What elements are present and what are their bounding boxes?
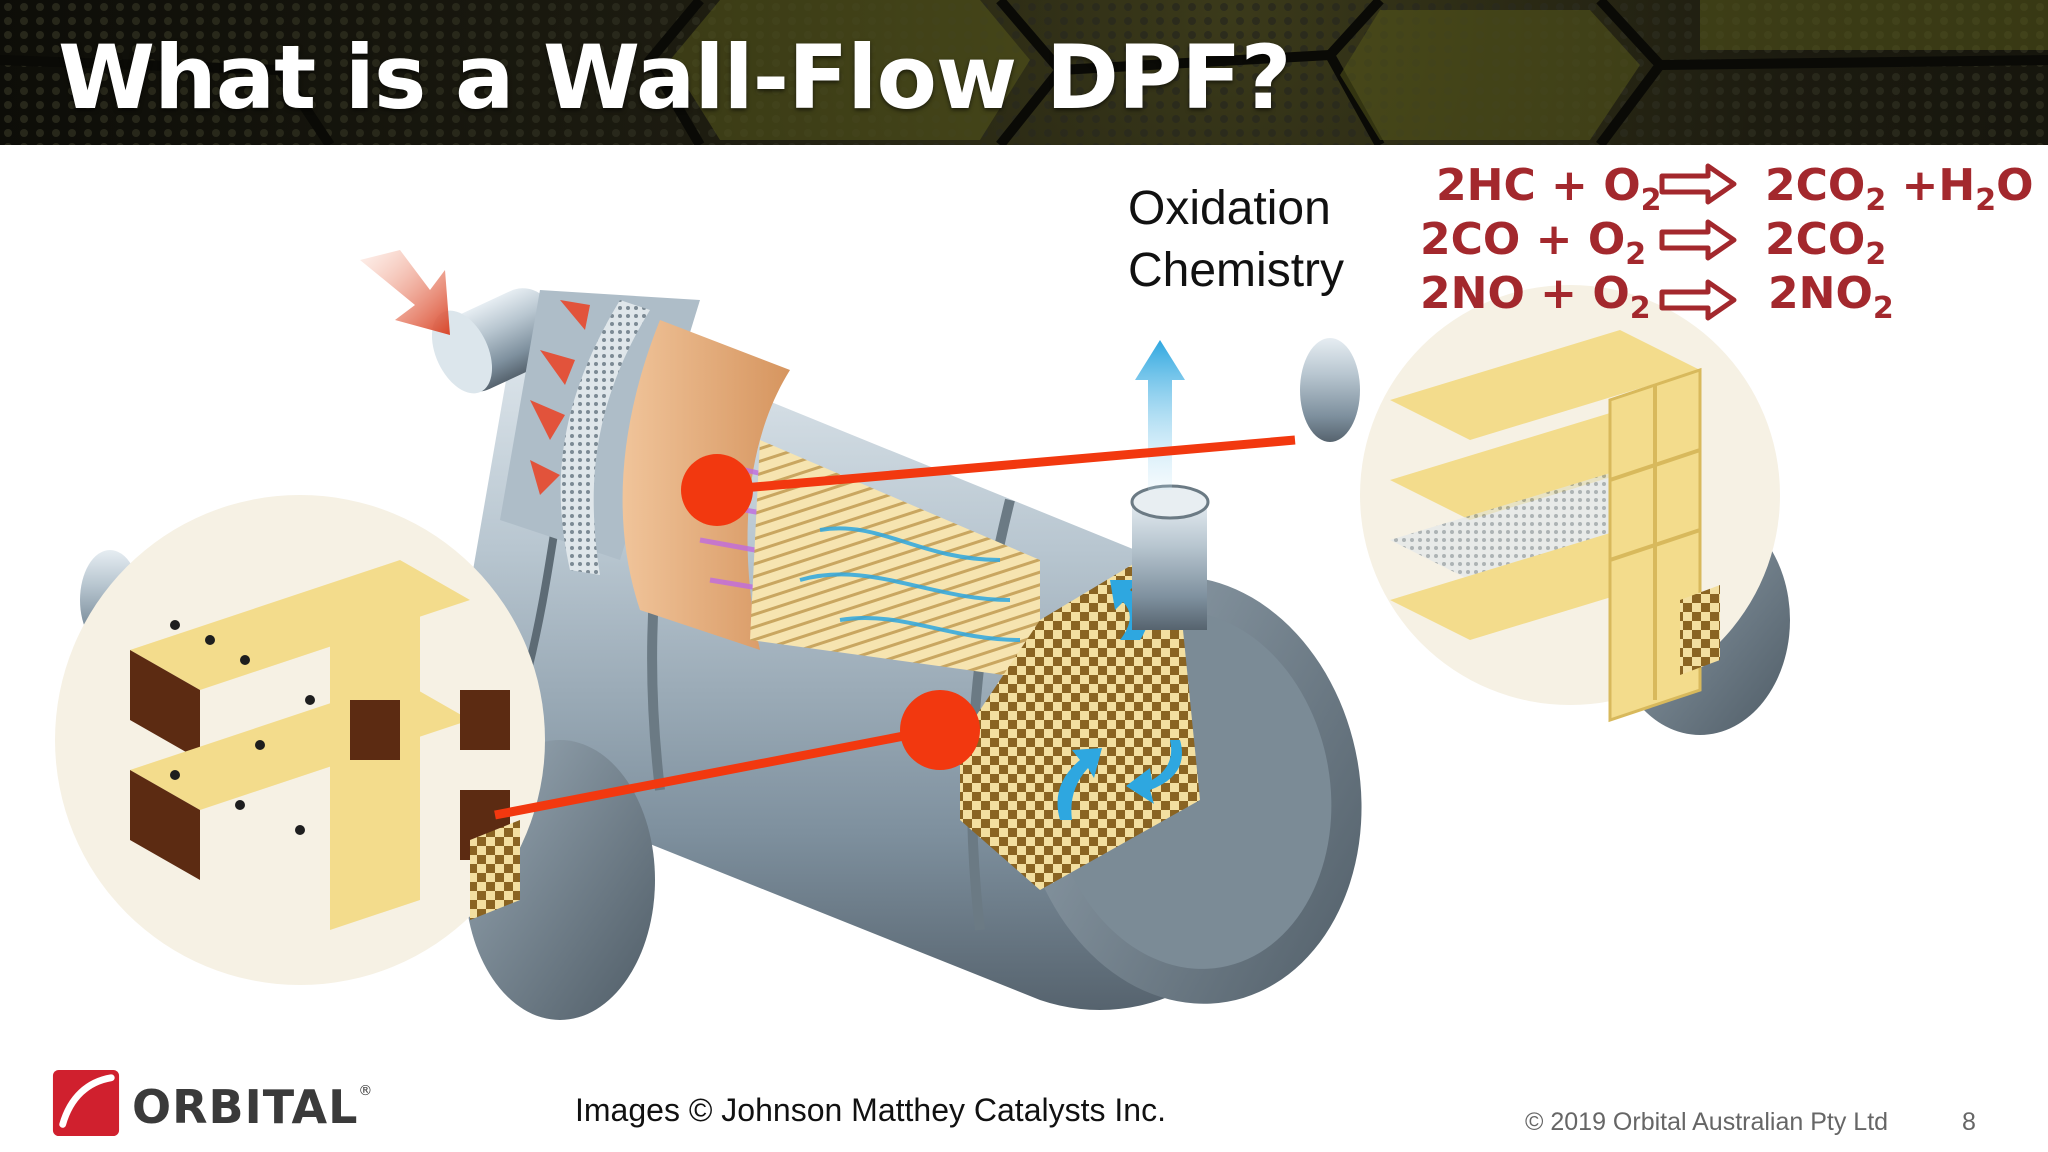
inlet-arrow-icon [360, 250, 450, 335]
flow-arrows-red [530, 300, 590, 495]
equation-right-2: 2CO2 [1765, 214, 1886, 270]
reaction-arrow-icon [1659, 279, 1737, 321]
equation-2-product-sub: 2 [1865, 237, 1887, 272]
equation-2-reactants: 2CO + O [1420, 214, 1626, 265]
logo-registered-mark: ® [358, 1083, 374, 1099]
hex-pattern [0, 0, 2048, 145]
canister [431, 288, 1362, 1010]
equation-1-product-sub: 2 [1865, 183, 1887, 218]
catalyst-inset [1300, 285, 1790, 735]
page-title: What is a Wall-Flow DPF? [58, 26, 1292, 129]
equation-1-product: 2CO [1765, 160, 1866, 211]
equation-3-reactants: 2NO + O [1420, 268, 1630, 319]
equation-right-3: 2NO2 [1768, 268, 1894, 324]
page-number: 8 [1962, 1108, 1976, 1136]
orbital-logo-text: ORBITAL® [132, 1080, 373, 1134]
logo-wordmark: ORBITAL [132, 1080, 359, 1134]
callout-filter [494, 690, 980, 820]
equation-1-product-tail-sub: 2 [1975, 183, 1997, 218]
equation-2-reactant-sub: 2 [1625, 237, 1647, 272]
dpf-cutaway-diagram [55, 250, 1790, 1020]
equation-1-reactants: 2HC + O [1436, 160, 1641, 211]
oxidation-label-line-2: Chemistry [1128, 244, 1345, 297]
equation-3-product: 2NO [1768, 268, 1873, 319]
image-credit: Images © Johnson Matthey Catalysts Inc. [575, 1092, 1166, 1128]
equation-left-3: 2NO + O2 [1420, 268, 1651, 324]
copyright-notice: © 2019 Orbital Australian Pty Ltd [1525, 1108, 1889, 1136]
equation-1-product-tail-end: O [1996, 160, 2034, 211]
equation-3-product-sub: 2 [1872, 291, 1894, 326]
equation-3-reactant-sub: 2 [1629, 291, 1651, 326]
equation-right-1: 2CO2 +H2O [1765, 160, 2034, 216]
reaction-arrow-icon [1659, 163, 1737, 205]
equation-2-product: 2CO [1765, 214, 1866, 265]
title-banner: What is a Wall-Flow DPF? [0, 0, 2048, 145]
callout-oxidation [681, 435, 1296, 526]
outlet-arrow-icon [1135, 340, 1185, 490]
equation-left-1: 2HC + O2 [1436, 160, 1662, 216]
equation-1-product-tail: +H [1886, 160, 1976, 211]
reaction-arrow-icon [1659, 219, 1737, 261]
equation-left-2: 2CO + O2 [1420, 214, 1646, 270]
oxidation-label-line-1: Oxidation [1128, 182, 1331, 235]
equation-1-reactant-sub: 2 [1640, 183, 1662, 218]
oxidation-chemistry-label: Oxidation Chemistry [1128, 178, 1344, 302]
orbital-logo-icon [52, 1069, 120, 1137]
